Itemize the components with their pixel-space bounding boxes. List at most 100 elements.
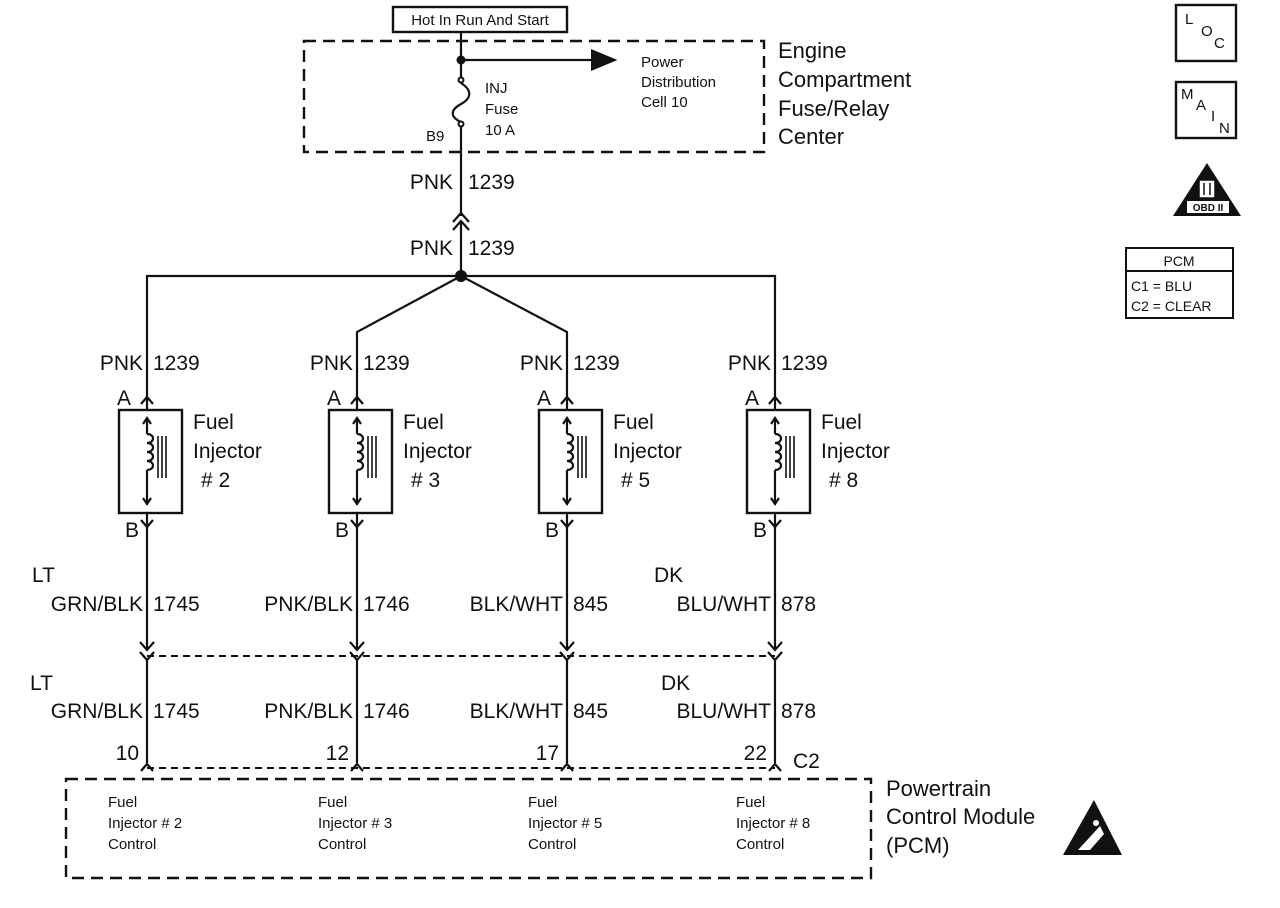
wire-color-prefix: LT: [32, 564, 55, 587]
coil-icon: [352, 416, 377, 506]
power-source-box: Hot In Run And Start: [391, 5, 569, 34]
feed-wire: PNK 1239 PNK 1239: [145, 152, 777, 392]
injector-name: Fuel: [403, 411, 444, 434]
pcm-function-label: Fuel: [318, 794, 347, 811]
pcm-title-line: Control Module: [886, 804, 1035, 829]
wire-color-prefix: LT: [30, 672, 53, 695]
main-letter: I: [1211, 108, 1215, 125]
pcm-title-line: (PCM): [886, 833, 950, 858]
loc-letter: C: [1214, 35, 1225, 52]
pcm-connector-table: PCM C1 = BLU C2 = CLEAR: [1125, 247, 1234, 319]
wire-color: BLK/WHT: [470, 700, 564, 723]
pcm-pin: 22: [744, 742, 767, 765]
fuse-center-title-line: Engine: [778, 38, 847, 63]
fuse-label: Fuse: [485, 101, 518, 118]
pcm-table-row: C2 = CLEAR: [1131, 298, 1212, 314]
injector-name: Fuel: [613, 411, 654, 434]
wire-circuit: 1239: [468, 171, 515, 194]
pcm-pin: 10: [116, 742, 139, 765]
wire-color: BLU/WHT: [677, 593, 772, 616]
injector-name: # 3: [411, 469, 440, 492]
coil-icon: [142, 416, 167, 506]
pcm-table-title: PCM: [1163, 253, 1194, 269]
pcm-title-line: Powertrain: [886, 776, 991, 801]
injector-name: Injector: [403, 440, 472, 463]
pcm-function-label: Fuel: [736, 794, 765, 811]
injector-name: Injector: [821, 440, 890, 463]
fuse-icon: [451, 82, 471, 124]
terminal-label: A: [537, 387, 551, 410]
pcm-module: C2 Powertrain Control Module (PCM): [64, 750, 1122, 880]
main-letter: M: [1181, 86, 1194, 103]
pcm-connector-outline: [147, 655, 775, 769]
distribution-label: Power: [641, 54, 684, 71]
wire-color: BLK/WHT: [470, 593, 564, 616]
wire-color-prefix: DK: [654, 564, 683, 587]
terminal-label: B: [753, 519, 767, 542]
terminal-label: A: [745, 387, 759, 410]
main-letter: N: [1219, 120, 1230, 137]
pcm-function-label: Control: [528, 836, 576, 853]
loc-letter: O: [1201, 23, 1213, 40]
wire-circuit: 1239: [363, 352, 410, 375]
wire-color: PNK: [410, 237, 453, 260]
terminal-label: A: [327, 387, 341, 410]
wire-circuit: 1746: [363, 593, 410, 616]
power-source-label: Hot In Run And Start: [411, 12, 549, 29]
pcm-connector-label: C2: [793, 750, 820, 773]
pcm-function-label: Injector # 3: [318, 815, 392, 832]
pcm-function-label: Injector # 8: [736, 815, 810, 832]
wire-color: PNK: [728, 352, 771, 375]
fuse-center-title-line: Fuse/Relay: [778, 96, 889, 121]
injector-name: # 2: [201, 469, 230, 492]
wire-circuit: 845: [573, 700, 608, 723]
wire-color: PNK/BLK: [264, 700, 353, 723]
pcm-function-label: Fuel: [528, 794, 557, 811]
terminal-label: B: [335, 519, 349, 542]
terminal-label: B: [125, 519, 139, 542]
wire-circuit: 878: [781, 700, 816, 723]
wire-color: PNK: [100, 352, 143, 375]
pcm-function-label: Control: [318, 836, 366, 853]
distribution-label: Distribution: [641, 74, 716, 91]
main-letter: A: [1196, 97, 1206, 114]
wire-circuit: 1746: [363, 700, 410, 723]
fuse-label: INJ: [485, 80, 508, 97]
wire-circuit: 1239: [573, 352, 620, 375]
injector-name: Injector: [193, 440, 262, 463]
injector-name: Injector: [613, 440, 682, 463]
wire-color: PNK/BLK: [264, 593, 353, 616]
injector-name: # 5: [621, 469, 650, 492]
fuse-label: 10 A: [485, 122, 515, 139]
coil-icon: [562, 416, 587, 506]
terminal-label: A: [117, 387, 131, 410]
fuse-center-title-line: Compartment: [778, 67, 911, 92]
coil-icon: [770, 416, 795, 506]
wire-color: PNK: [310, 352, 353, 375]
injector-name: Fuel: [193, 411, 234, 434]
pcm-function-label: Injector # 2: [108, 815, 182, 832]
wire-color: BLU/WHT: [677, 700, 772, 723]
wire-circuit: 845: [573, 593, 608, 616]
injector-name: # 8: [829, 469, 858, 492]
fuse-center-title-line: Center: [778, 124, 844, 149]
wire-circuit: 1239: [153, 352, 200, 375]
wire-color: GRN/BLK: [51, 593, 143, 616]
wire-color-prefix: DK: [661, 672, 690, 695]
wire-color: PNK: [410, 171, 453, 194]
pcm-function-label: Fuel: [108, 794, 137, 811]
fuse-relay-center: Engine Compartment Fuse/Relay Center INJ…: [302, 32, 911, 154]
distribution-label: Cell 10: [641, 94, 688, 111]
pcm-function-label: Injector # 5: [528, 815, 602, 832]
terminal-label: B: [545, 519, 559, 542]
wire-color: PNK: [520, 352, 563, 375]
injector-body: [745, 408, 812, 515]
pcm-pin: 17: [536, 742, 559, 765]
loc-symbol: L O C: [1174, 3, 1238, 63]
